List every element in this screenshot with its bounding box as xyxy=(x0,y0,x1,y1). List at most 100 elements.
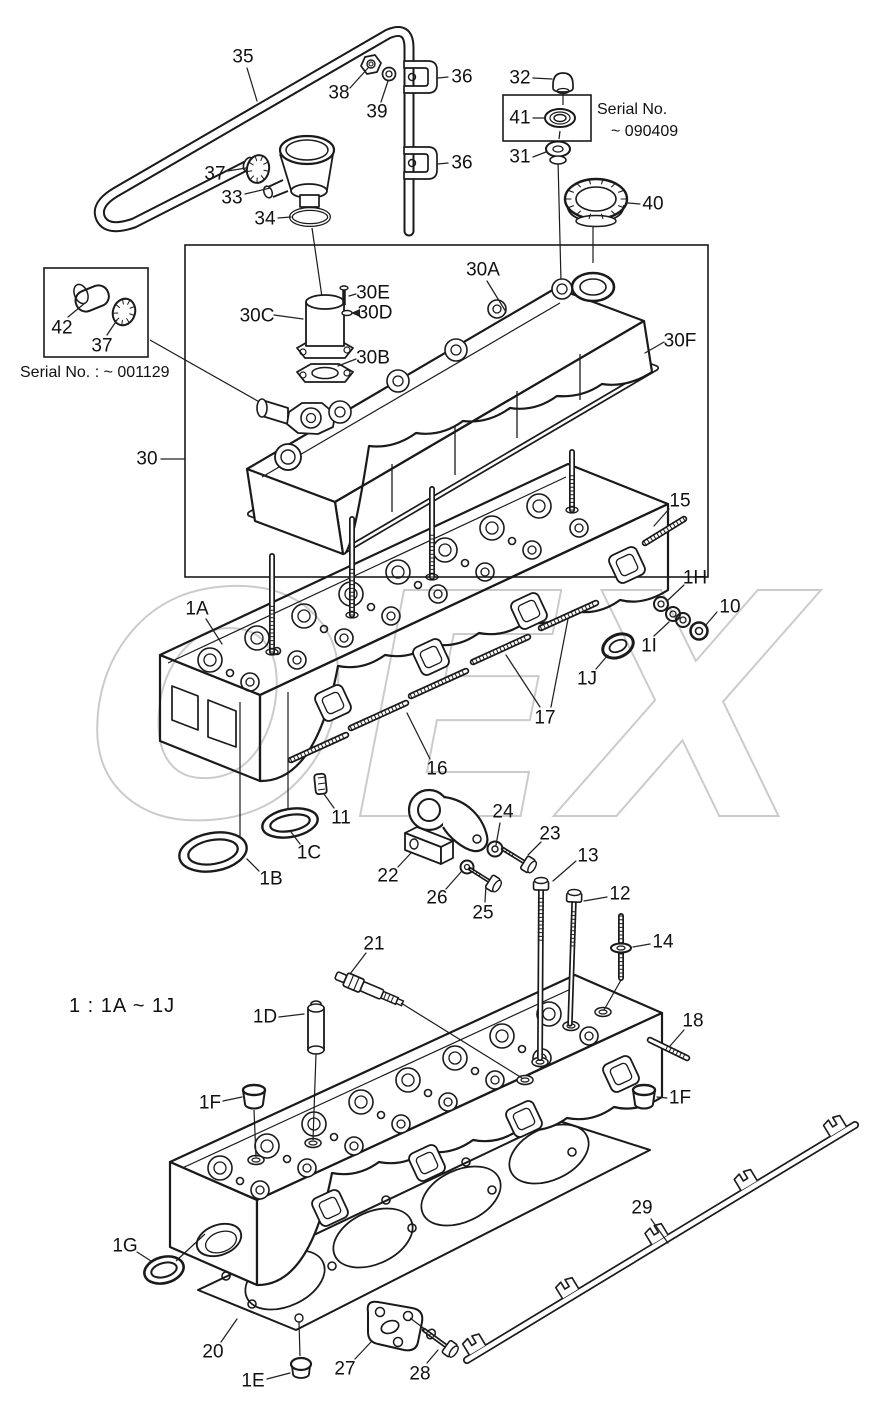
leader-line-25 xyxy=(484,884,487,903)
leader-line-30F xyxy=(644,341,665,354)
arrowhead-30D xyxy=(351,309,360,317)
part-label-1C-30: 1C xyxy=(297,843,321,864)
breather-port-boss xyxy=(286,402,336,435)
leader-line-18 xyxy=(669,1029,685,1047)
leader-line-16 xyxy=(406,712,431,760)
top-assembly-detail xyxy=(112,155,628,326)
part-label-29-50: 29 xyxy=(631,1198,652,1219)
leader-line-30C xyxy=(273,314,304,320)
part-label-16-28: 16 xyxy=(426,759,447,780)
leader-line-30A xyxy=(486,280,507,313)
leader-line-13 xyxy=(552,860,577,882)
leader-line-1C xyxy=(290,831,301,845)
part-label-1F-44: 1F xyxy=(669,1088,691,1109)
part-label-30C-14: 30C xyxy=(240,306,275,327)
valve-cover-end xyxy=(245,467,345,556)
leader-line-37 xyxy=(227,167,247,172)
leader-line-1J xyxy=(595,654,609,670)
part-label-30B-17: 30B xyxy=(356,348,390,369)
breather-cap-washer xyxy=(341,309,353,317)
leader-line-1F xyxy=(656,1096,668,1099)
upper-head-front-face xyxy=(258,502,670,783)
pipe-clamp-upper xyxy=(403,60,438,94)
leader-line-1E xyxy=(266,1372,291,1380)
part-label-22-32: 22 xyxy=(377,866,398,887)
part-label-40-8: 40 xyxy=(642,194,663,215)
part-label-1G-45: 1G xyxy=(112,1236,137,1257)
part-label-37-9: 37 xyxy=(204,164,225,185)
part-label-1D-42: 1D xyxy=(253,1007,277,1028)
nut-38 xyxy=(360,54,382,75)
part-label-36-3: 36 xyxy=(451,67,472,88)
stud-14-washer xyxy=(610,942,632,954)
part-label-1J-26: 1J xyxy=(577,669,597,690)
part-label-28-49: 28 xyxy=(409,1364,430,1385)
leader-line-40 xyxy=(627,202,641,205)
leader-line-36 xyxy=(437,76,449,79)
part-label-1E-47: 1E xyxy=(241,1371,264,1392)
part-label-37-13: 37 xyxy=(91,336,112,357)
leader-line-1D xyxy=(278,1013,305,1018)
part-label-1B-31: 1B xyxy=(259,869,282,890)
fastener-extras xyxy=(241,942,657,1158)
mid-loose-parts xyxy=(178,596,709,875)
oil-filler-neck xyxy=(570,271,616,303)
part-label-14-39: 14 xyxy=(652,932,674,953)
part-label-32-5: 32 xyxy=(509,68,530,89)
part-label-42-12: 42 xyxy=(51,318,72,339)
part-label-27-48: 27 xyxy=(334,1359,355,1380)
valve-cover-ribs xyxy=(391,354,581,512)
leader-line-1G xyxy=(136,1251,152,1262)
leader-line-37 xyxy=(106,319,118,336)
glow-plug-21 xyxy=(334,971,405,1007)
part-label-26-33: 26 xyxy=(426,888,447,909)
mid-fasteners xyxy=(287,515,688,893)
leader-line-22 xyxy=(397,852,412,868)
part-label-30-20: 30 xyxy=(136,449,157,470)
part-label-1H-23: 1H xyxy=(683,568,707,589)
leader-line-23 xyxy=(527,841,542,856)
head-gasket-outline xyxy=(197,1119,651,1331)
leader-line-15 xyxy=(653,508,670,527)
leader-line-1B xyxy=(246,858,260,872)
head-gasket-20 xyxy=(197,1119,651,1331)
valve-guide-1D xyxy=(307,1007,325,1051)
lifting-bracket-22 xyxy=(407,788,451,832)
leader-line-34 xyxy=(277,216,292,219)
lower-head-front-face xyxy=(255,1011,664,1287)
valve-cover-front xyxy=(333,319,654,556)
part-label-30F-19: 30F xyxy=(664,331,697,352)
leader-line-26 xyxy=(445,871,462,890)
leader-line-32 xyxy=(532,77,553,80)
snap-ring-1H xyxy=(653,596,669,612)
part-label-12-38: 12 xyxy=(609,884,630,905)
leader-line-17 xyxy=(505,654,541,708)
leader-line-1F xyxy=(222,1096,243,1102)
leader-line-14 xyxy=(632,943,651,948)
washer-24 xyxy=(486,840,504,858)
leader-line-17 xyxy=(550,618,569,708)
leader-line-11 xyxy=(323,793,335,809)
pipe-clamp-lower xyxy=(403,146,438,180)
part-label-21-41: 21 xyxy=(363,934,384,955)
part-label-18-40: 18 xyxy=(682,1011,703,1032)
valve-cover-bosses xyxy=(328,278,573,424)
leader-line-28 xyxy=(426,1349,439,1364)
part-label-31-7: 31 xyxy=(509,147,530,168)
leader-line-35 xyxy=(246,67,258,102)
valve-cover-assembly xyxy=(245,271,659,556)
grommet-31 xyxy=(545,140,571,158)
breather-cap-gasket xyxy=(296,363,354,383)
part-label-30A-18: 30A xyxy=(466,260,500,281)
lower-head-detail xyxy=(207,1001,640,1227)
part-label-33-10: 33 xyxy=(221,188,242,209)
part-label-36-4: 36 xyxy=(451,153,472,174)
seal-ring-1B xyxy=(178,831,248,873)
serial-box-42-37 xyxy=(43,267,149,358)
leader-line-30B xyxy=(337,358,357,367)
part-label-30E-15: 30E xyxy=(356,283,390,304)
leader-line-38 xyxy=(349,67,369,89)
water-cover-27 xyxy=(366,1300,424,1352)
